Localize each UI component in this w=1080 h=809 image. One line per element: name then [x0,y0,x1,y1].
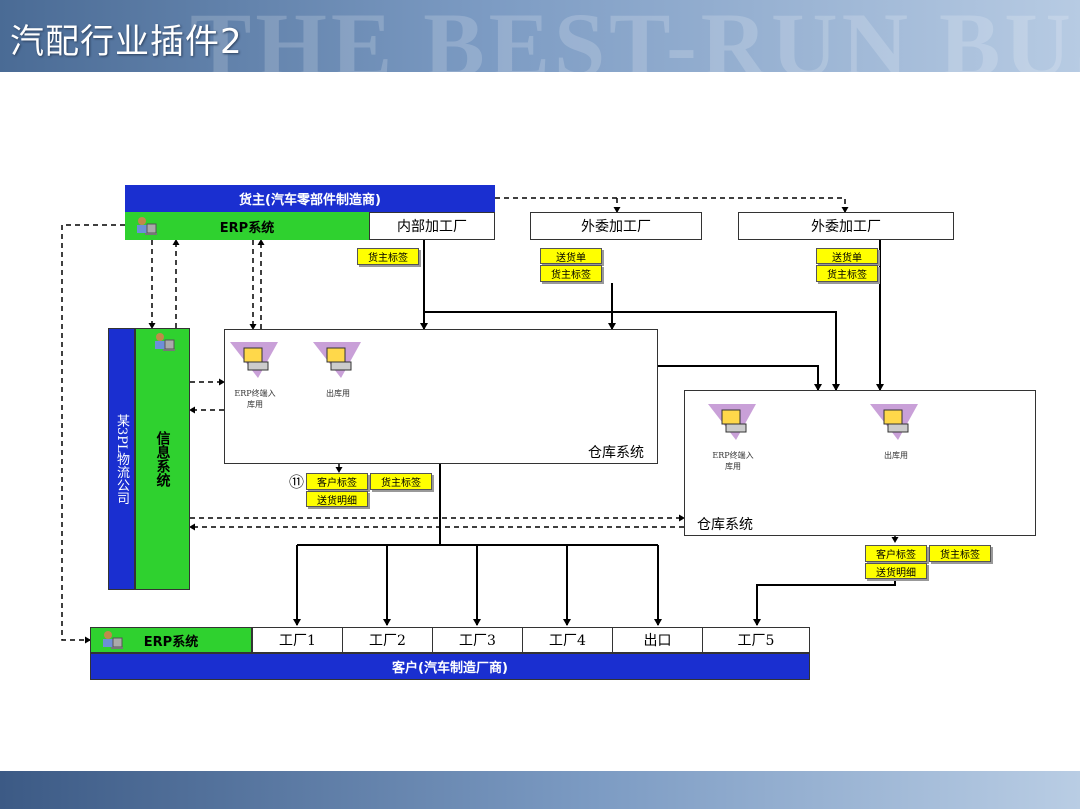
customer-erp-label: ERP系统 [143,634,199,650]
terminal-in-label-2: ERP终端入库用 [712,451,754,471]
slide-title: 汽配行业插件2 [10,22,243,62]
user-at-computer-icon [103,631,123,649]
delivery-note-2: 送货单 [816,248,878,264]
computer-terminal-icon [708,404,756,440]
user-at-computer-icon [155,333,175,351]
owner-header: 货主(汽车零部件制造商) [125,185,495,212]
computer-terminal-icon [230,342,278,378]
outsource-plant-1: 外委加工厂 [530,212,702,240]
owner-tag-internal: 货主标签 [357,248,419,265]
computer-terminal-icon [313,342,361,378]
customer-plant-2: 工厂2 [342,627,433,653]
customer-export: 出口 [612,627,703,653]
customer-plant-4: 工厂4 [522,627,613,653]
owner-erp-system: ERP系统 [125,212,369,240]
terminal-out-label-1: 出库用 [326,389,350,398]
slide-header: THE BEST-RUN BUSINESS 汽配行业插件2 [0,0,1080,72]
circled-number: ⑪ [289,473,305,491]
owner-tag-a: 货主标签 [370,473,432,490]
user-at-computer-icon [137,217,157,235]
slide-footer-bar [0,771,1080,809]
terminal-out-label-2: 出库用 [884,451,908,460]
info-system: 信息系统 [135,328,190,590]
info-system-label: 信息系统 [154,431,171,487]
logistics-company-label: 某3PL物流公司 [114,413,129,505]
customer-footer: 客户(汽车制造厂商) [90,653,810,680]
warehouse-1 [224,329,658,464]
outsource-plant-2: 外委加工厂 [738,212,954,240]
delivery-detail-b: 送货明细 [865,563,927,579]
internal-plant: 内部加工厂 [369,212,495,240]
owner-tag-1: 货主标签 [540,265,602,282]
watermark-text: THE BEST-RUN BUSINESS [190,0,1080,72]
customer-tag-a: 客户标签 [306,473,368,490]
owner-tag-2: 货主标签 [816,265,878,282]
customer-plant-5: 工厂5 [702,627,810,653]
logistics-company: 某3PL物流公司 [108,328,135,590]
customer-plant-1: 工厂1 [252,627,343,653]
owner-erp-label: ERP系统 [219,220,275,236]
terminal-in-label-1: ERP终端入库用 [234,389,276,409]
warehouse-1-label: 仓库系统 [588,445,644,461]
customer-plant-3: 工厂3 [432,627,523,653]
computer-terminal-icon [870,404,918,440]
owner-tag-b: 货主标签 [929,545,991,562]
delivery-note-1: 送货单 [540,248,602,264]
customer-tag-b: 客户标签 [865,545,927,562]
warehouse-2-label: 仓库系统 [697,517,753,533]
delivery-detail-a: 送货明细 [306,491,368,507]
